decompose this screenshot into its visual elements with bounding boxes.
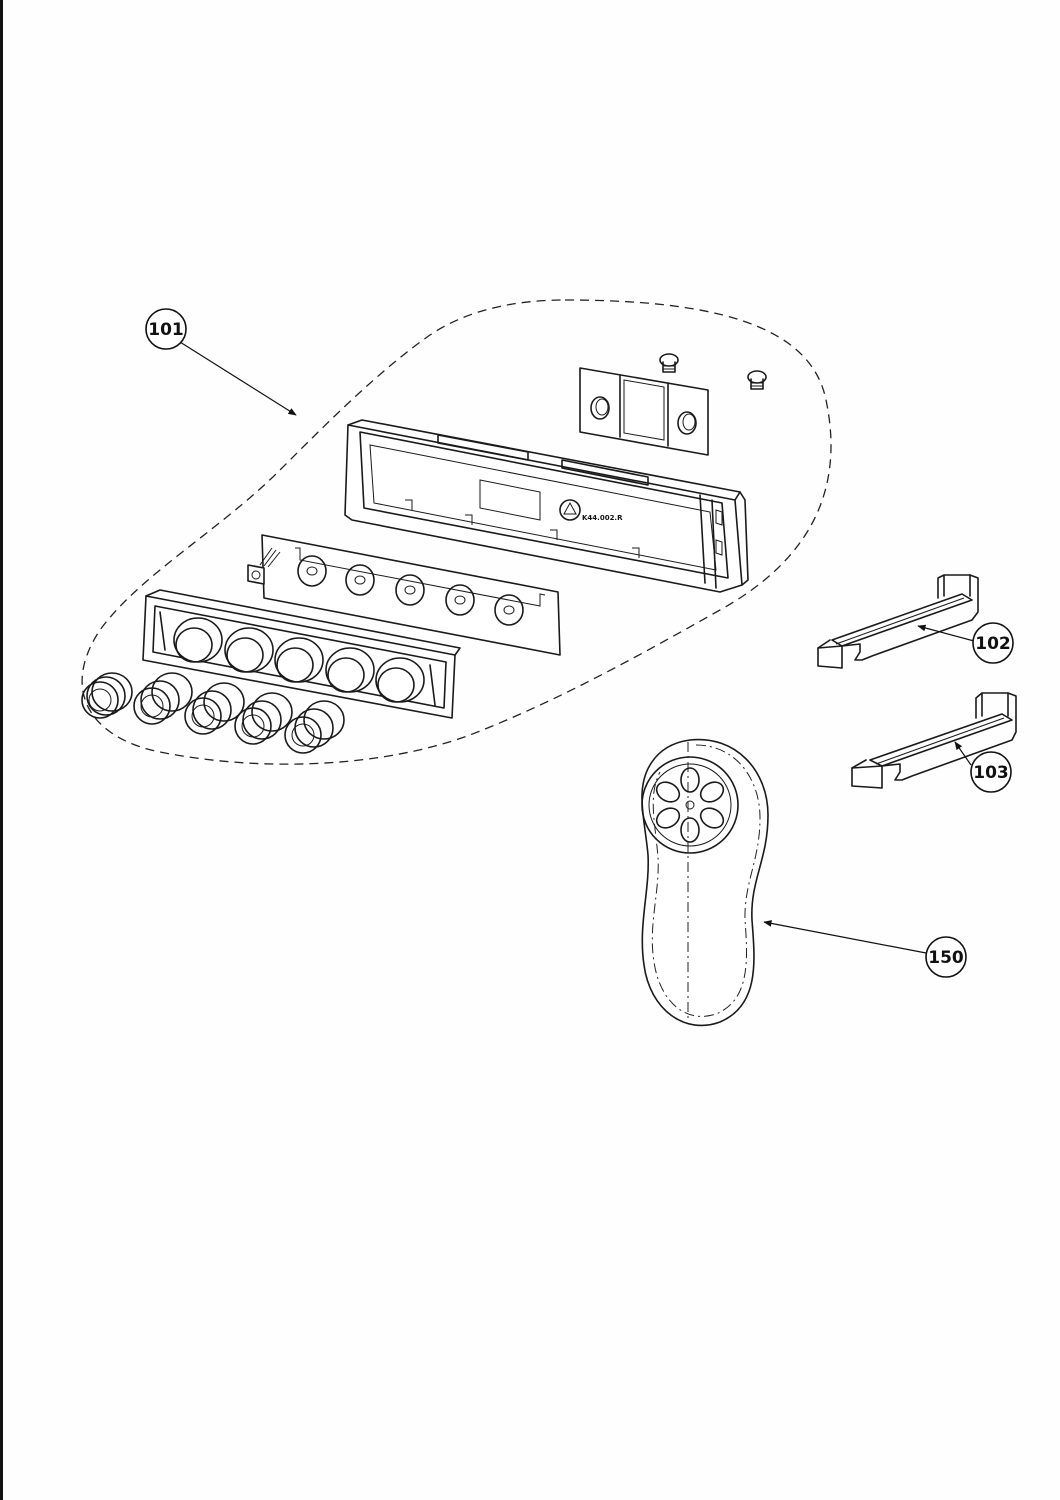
screw	[747, 370, 767, 390]
housing-marking: K44.002.R	[582, 514, 623, 522]
callout-label: 150	[928, 948, 964, 968]
screw	[659, 353, 679, 373]
page-border-left	[0, 0, 3, 1500]
bezel-ring	[224, 627, 274, 673]
circuit-board	[247, 534, 561, 656]
button-caps	[81, 672, 345, 754]
assembly-101-boundary	[81, 299, 832, 765]
button-bezel	[142, 589, 461, 719]
bezel-ring	[274, 637, 324, 683]
leader-103	[954, 741, 972, 766]
bracket-103	[851, 692, 1017, 789]
button-cap	[234, 692, 293, 745]
control-housing: K44.002.R	[344, 419, 749, 593]
button-cap	[284, 700, 345, 754]
button-cap	[133, 672, 193, 725]
callout-label: 103	[973, 763, 1009, 783]
bezel-ring	[375, 657, 425, 703]
bezel-ring	[325, 647, 375, 693]
leader-150	[763, 920, 927, 954]
leader-101	[179, 341, 297, 416]
leader-102	[917, 624, 975, 642]
bracket-102	[817, 574, 979, 669]
button-cap	[81, 672, 133, 719]
callout-150: 150	[925, 936, 967, 978]
button-cluster	[655, 767, 725, 843]
callout-101: 101	[145, 308, 187, 350]
mounting-plate	[579, 367, 709, 456]
button-cap	[184, 682, 245, 735]
callout-label: 101	[148, 320, 184, 340]
callout-102: 102	[972, 622, 1014, 664]
bezel-ring	[173, 617, 223, 663]
remote-control-150	[641, 738, 769, 1027]
callout-103: 103	[970, 751, 1012, 793]
callout-label: 102	[975, 634, 1011, 654]
